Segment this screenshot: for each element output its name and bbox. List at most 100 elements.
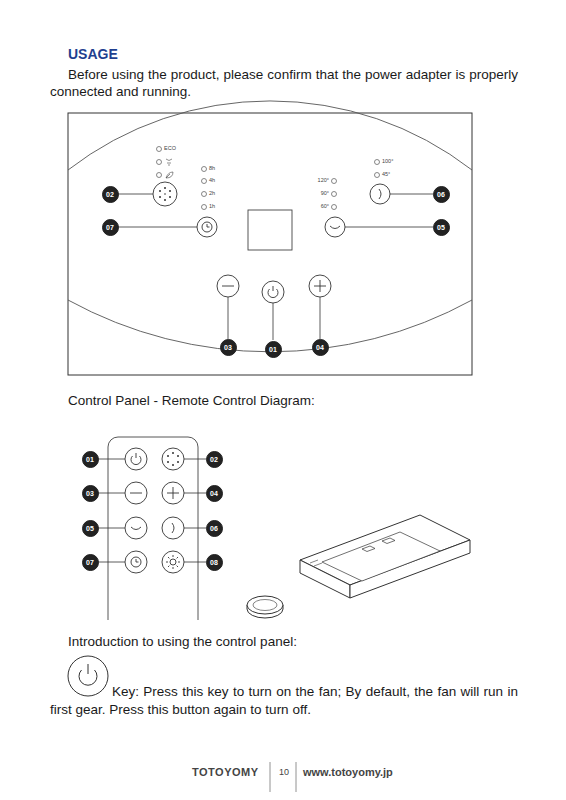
leader-line [228,297,229,339]
page-number: 10 [279,767,289,778]
remote-outline [108,437,198,620]
remote-buttons [125,482,147,504]
display-window [248,210,292,250]
button-symbols [379,189,381,199]
button-symbols [222,286,234,287]
callout-number: 07 [102,219,119,236]
power-key-icon [68,656,108,696]
callout-circle [206,520,222,536]
remote-symbols [167,487,179,499]
footer-dividers [270,762,271,792]
panel-buttons [309,275,331,297]
callout-text: 06 [206,520,223,537]
body-paragraph: Before using the product, please confirm… [50,66,518,100]
button-symbols [268,286,278,298]
panel-frame [68,113,472,375]
fan-mode-dots [164,187,166,189]
callout-circle [206,485,222,501]
mode-icons [166,159,172,165]
indicator-dots [332,192,337,197]
coin-battery [247,596,283,614]
callout-number: 02 [102,186,119,203]
remote-fan-dots [167,455,169,457]
indicator-label: 100° [382,158,393,165]
coin-battery [247,596,283,618]
button-symbols [202,222,212,232]
callout-text: 07 [102,219,119,236]
indicator-dots [375,160,380,165]
indicator-label: 60° [300,203,329,210]
remote-symbols [131,453,141,465]
indicator-label: 1h [209,203,215,210]
remote-buttons [162,448,184,470]
remote-fan-dots [177,455,179,457]
panel-arcs [68,101,472,352]
callout-circle [82,554,98,570]
indicator-dots [375,173,380,178]
panel-buttons [325,217,345,237]
callout-circle [82,451,98,467]
indicator-label: 45° [382,171,390,178]
leader-line [390,194,433,195]
indicator-dots [202,179,207,184]
callout-number: 03 [220,339,237,356]
fan-mode-dots [159,190,161,192]
callout-circle [206,554,222,570]
remote-buttons [125,448,184,573]
callout-text: 01 [265,341,282,358]
indicator-dots [157,147,380,210]
panel-buttons [153,182,177,206]
callout-number: 05 [433,219,450,236]
indicator-label: 2h [209,190,215,197]
section-subheading: Control Panel - Remote Control Diagram: [68,393,315,409]
fan-mode-dots [164,199,166,201]
button-symbols [330,226,340,229]
indicator-label: 120° [300,177,329,184]
indicator-label: 90° [300,190,329,197]
remote-buttons [162,517,184,539]
callout-number: 06 [206,520,223,537]
coin-battery [253,600,277,611]
callout-number: 06 [433,186,450,203]
mode-icons [166,172,173,178]
button-symbols [314,280,326,292]
panel-frame [68,113,472,375]
indicator-dots [157,160,162,165]
callout-number: 04 [312,339,329,356]
leader-line [184,562,206,563]
footer-dividers [270,762,296,792]
fan-mode-dots [164,193,166,195]
remote-buttons [125,551,147,573]
callout-text: 03 [82,485,99,502]
callout-circle [265,341,281,357]
mode-icons [166,159,173,178]
callout-number: 01 [265,341,282,358]
callout-number: 07 [82,554,99,571]
callout-text: 04 [312,339,329,356]
panel-buttons [197,217,217,237]
remote-fan-dots [172,464,174,466]
callout-text: 07 [82,554,99,571]
callout-text: 05 [82,520,99,537]
remote-photo [322,532,440,581]
remote-fan-dots [167,461,169,463]
footer-dividers [296,762,297,792]
brand-logo: TOTOYOMY [192,766,259,779]
remote-fan-dots [172,452,174,454]
callout-circle [206,451,222,467]
section-title: USAGE [68,46,118,63]
indicator-dots [202,205,207,210]
callout-circle [82,485,98,501]
panel-buttons [370,184,390,204]
callout-circle [433,219,449,235]
callout-text: 04 [206,485,223,502]
leader-line [184,528,206,529]
callout-text: 03 [220,339,237,356]
remote-photo [310,560,322,566]
leader-line [118,194,153,195]
remote-symbols [166,555,180,569]
callout-circle [433,186,449,202]
callout-text: 01 [82,451,99,468]
button-symbols [207,224,210,227]
